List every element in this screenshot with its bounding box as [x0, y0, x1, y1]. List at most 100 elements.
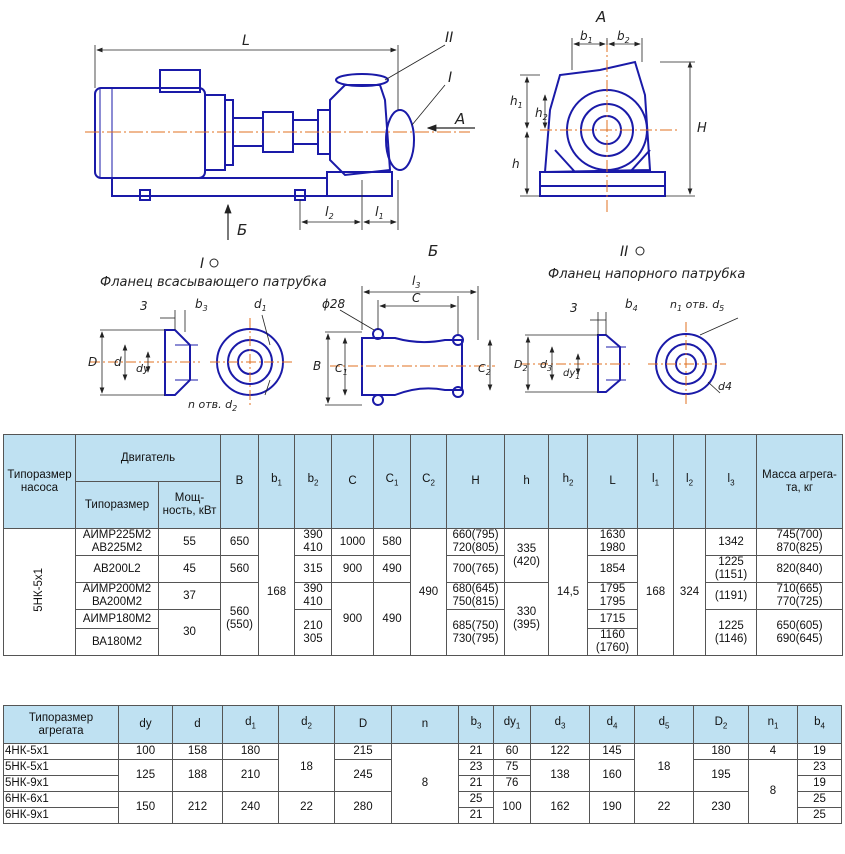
table-row: АИМР200М2 ВА200М2 37 560 (550) 390 410 9…	[4, 582, 844, 656]
svg-text:n отв. d2: n отв. d2	[188, 398, 237, 413]
svg-text:C1: C1	[335, 362, 348, 377]
th-H: H	[446, 434, 506, 529]
cell: 490	[373, 582, 412, 656]
cell: 4НК-5х1	[3, 743, 119, 760]
svg-text:l2: l2	[325, 205, 334, 221]
detail-I-dims	[99, 310, 271, 396]
th-motor: Двигатель	[74, 434, 222, 482]
svg-text:B: B	[313, 359, 321, 373]
cell: 21	[458, 807, 494, 824]
svg-text:dy: dy	[136, 362, 150, 375]
th-motor-type: Типоразмер	[75, 481, 159, 529]
cell: 75	[493, 759, 531, 776]
detail-II-caption: Фланец напорного патрубка	[548, 267, 745, 282]
cell: 168	[258, 528, 296, 656]
cell: 650(605) 690(645)	[756, 609, 844, 656]
svg-text:n1 отв. d5: n1 отв. d5	[670, 298, 724, 313]
cell: 30	[157, 609, 222, 656]
cell: 1160 (1760)	[587, 628, 639, 656]
svg-text:d3: d3	[540, 358, 552, 373]
cell-pump: 5НК-5х1	[3, 528, 76, 656]
cell: 1630 1980	[587, 528, 639, 556]
cell: 21	[458, 743, 494, 760]
cell: 280	[334, 791, 392, 824]
cell: 162	[530, 791, 590, 824]
cell: 4	[748, 743, 798, 760]
svg-text:h2: h2	[535, 106, 548, 122]
table-row: ВА180М2 1160 (1760)	[4, 628, 843, 656]
cell: 25	[458, 791, 494, 808]
cell: 560	[220, 555, 260, 583]
flange-spec-table: Типоразмер агрегата dy d d1 d2 D n b3 dy…	[3, 705, 842, 824]
cell: 820(840)	[756, 555, 844, 583]
svg-text:h: h	[512, 157, 520, 171]
view-A-dims	[520, 38, 695, 197]
cell: 19	[797, 775, 842, 792]
svg-text:dy1: dy1	[563, 368, 580, 381]
cell: 745(700) 870(825)	[756, 528, 844, 556]
cell: 245	[334, 759, 392, 792]
cell: 490	[373, 555, 412, 583]
th-n1: n1	[748, 705, 798, 744]
cell: 315	[294, 555, 333, 583]
label-arrow-B: Б	[237, 221, 247, 239]
th-d4: d4	[589, 705, 635, 744]
th-d: d	[172, 705, 223, 744]
cell: 390 410	[294, 528, 333, 556]
svg-text:ϕ28: ϕ28	[322, 297, 346, 311]
cell: 490	[410, 528, 448, 656]
svg-text:3: 3	[570, 301, 578, 315]
cell: 6НК-9х1	[3, 807, 119, 824]
cell: 1000	[331, 528, 375, 556]
cell: 700(765)	[446, 555, 506, 583]
cell: 5НК-9х1	[3, 775, 119, 792]
th-l2: l2	[673, 434, 707, 529]
cell: 18	[278, 743, 335, 792]
th-d2: d2	[278, 705, 335, 744]
th-C2: C2	[410, 434, 448, 529]
cell: 230	[693, 791, 749, 824]
cell: 168	[637, 528, 675, 656]
cell: 21	[458, 775, 494, 792]
th-B: B	[220, 434, 260, 529]
detail-I-caption: Фланец всасывающего патрубка	[100, 275, 327, 290]
callout-I: I	[448, 70, 452, 86]
cell: АВ200L2	[75, 555, 159, 583]
svg-text:D: D	[88, 355, 97, 369]
th-b2: b2	[294, 434, 333, 529]
svg-text:H: H	[697, 121, 707, 136]
table-row: 5НК-5х1 125 188 210 245 23 75 138 160 19…	[3, 759, 842, 824]
th-d1: d1	[222, 705, 279, 744]
svg-text:D2: D2	[514, 358, 528, 373]
table-row: 6НК-9х1 21 25	[3, 807, 842, 824]
th-h: h	[504, 434, 550, 529]
th-L: L	[587, 434, 639, 529]
cell: 8	[391, 743, 459, 824]
cell: 195	[693, 759, 749, 792]
svg-text:3: 3	[140, 299, 148, 313]
callout-II: II	[445, 30, 453, 46]
cell: 55	[157, 528, 222, 556]
svg-text:b2: b2	[617, 29, 630, 45]
cell: 210	[222, 759, 279, 792]
dim-L	[94, 45, 399, 110]
table-row: АИМР180М2 30 210 305 685(750) 730(795) 1…	[4, 609, 844, 656]
table-row: 5НК-9х1 21 76 19	[3, 775, 842, 792]
cell: 160	[589, 759, 635, 792]
th-d5: d5	[634, 705, 694, 744]
cell: 60	[493, 743, 531, 760]
th-unit-type: Типоразмер агрегата	[3, 705, 119, 744]
svg-text:h1: h1	[510, 94, 523, 110]
cell: 190	[589, 791, 635, 824]
cell: 25	[797, 791, 842, 808]
view-B-bracket	[361, 328, 464, 406]
th-b1: b1	[258, 434, 296, 529]
th-dy: dy	[118, 705, 173, 744]
cell: 660(795) 720(805)	[446, 528, 506, 556]
svg-text:d1: d1	[254, 297, 267, 313]
cell: (1191)	[705, 582, 758, 610]
cell: АИМР225М2 АВ225М2	[75, 528, 159, 556]
cell: 145	[589, 743, 635, 760]
th-l1: l1	[637, 434, 675, 529]
main-view	[94, 69, 415, 201]
